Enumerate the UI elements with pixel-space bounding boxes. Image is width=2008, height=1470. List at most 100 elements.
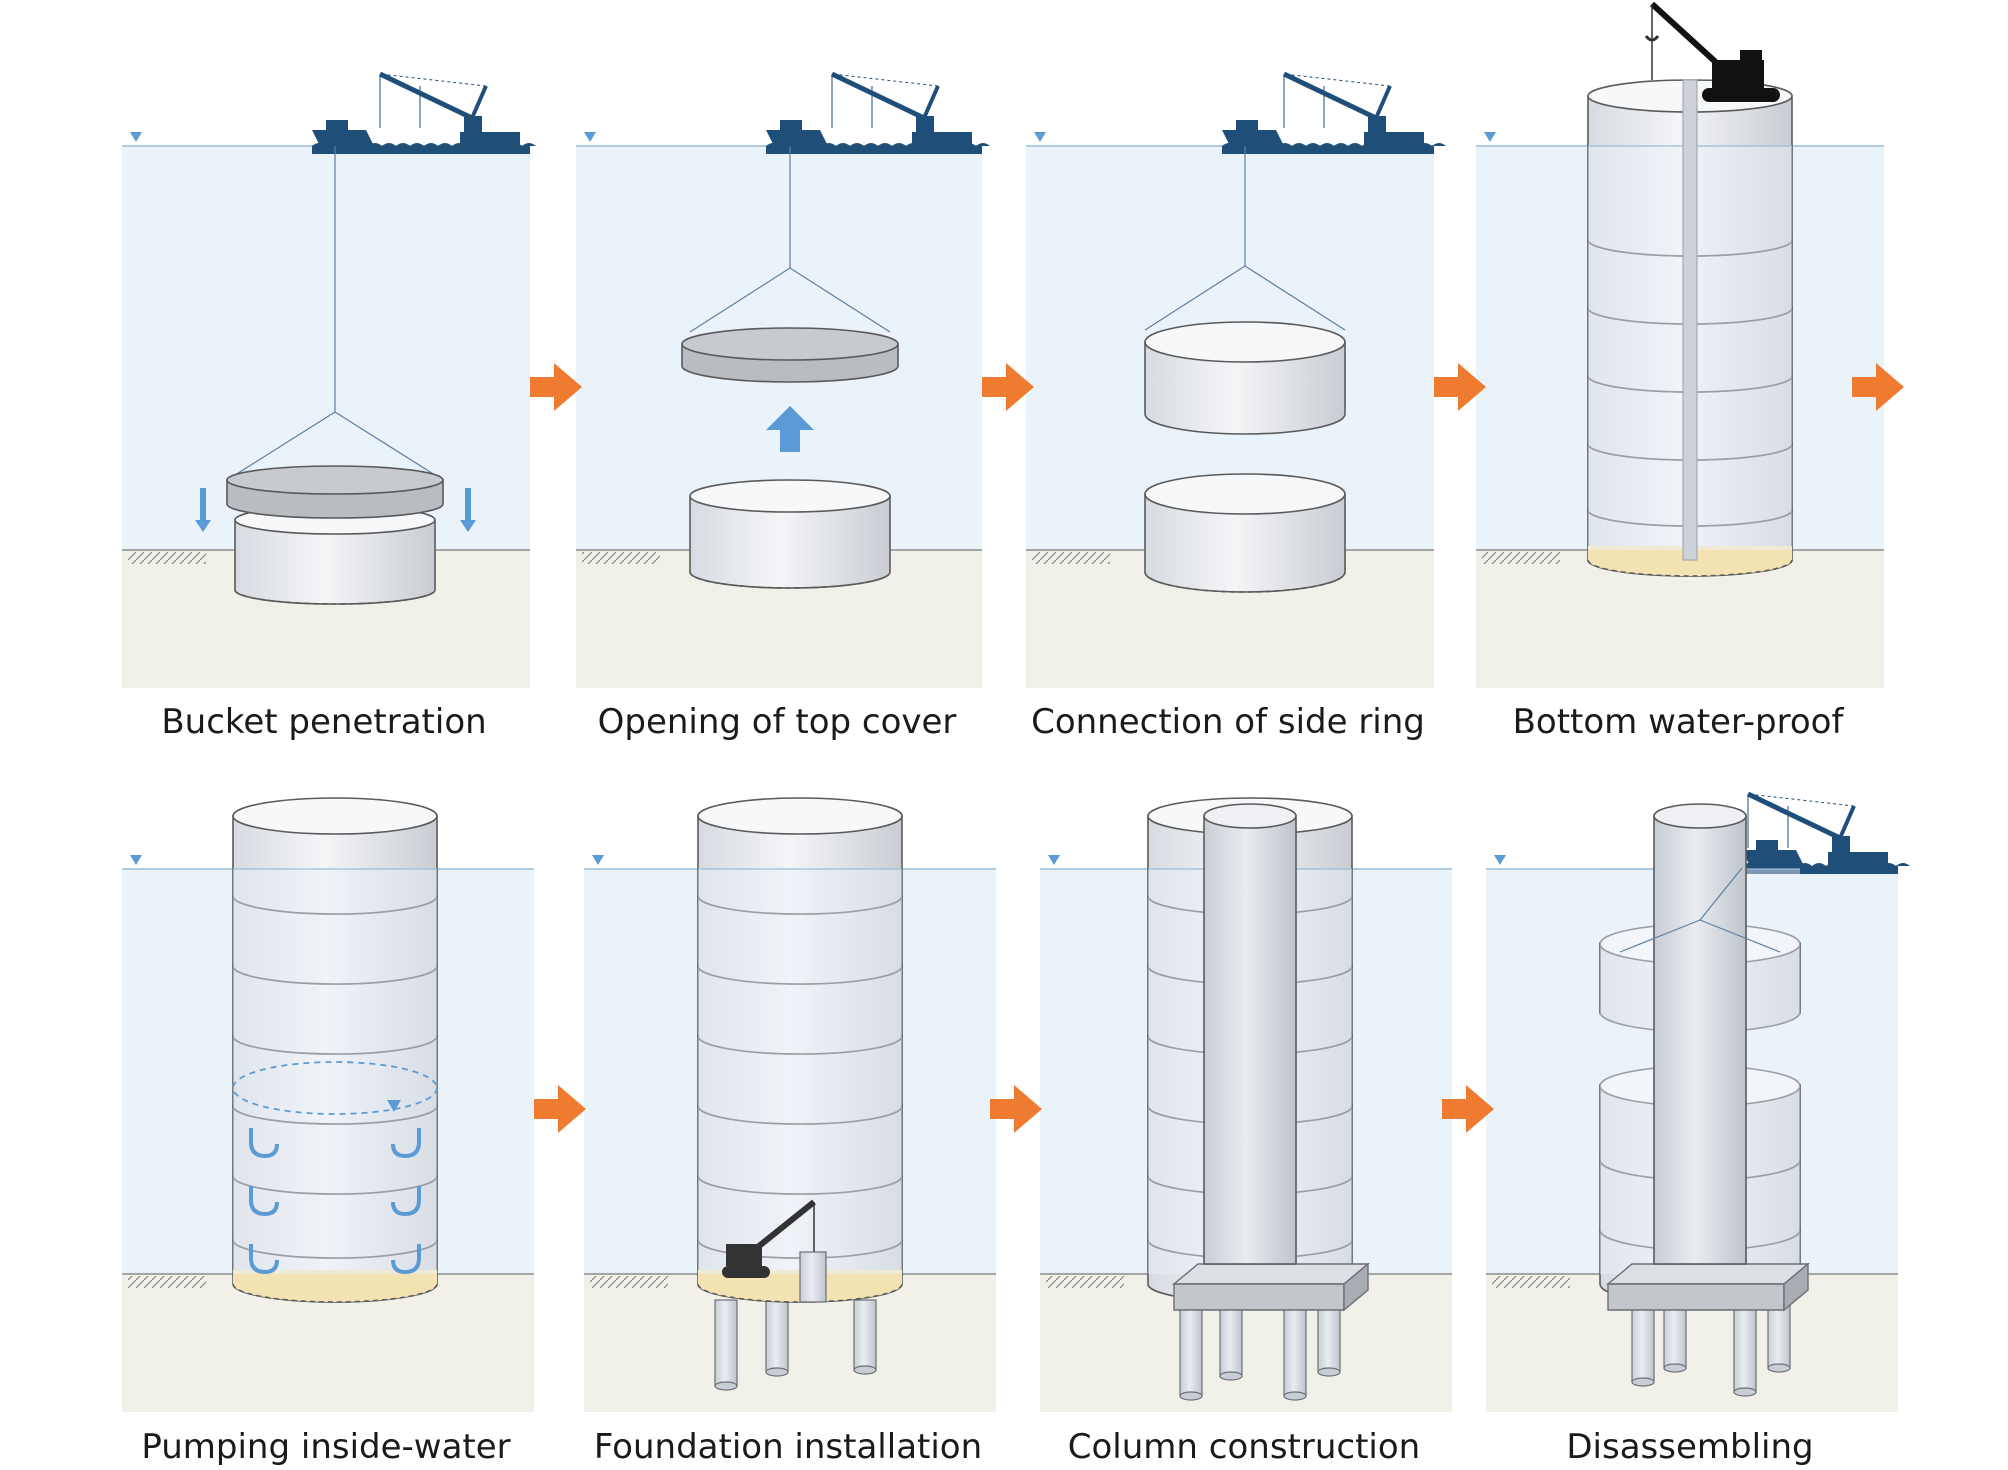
step-caption-4: Bottom water-proof xyxy=(1513,702,1845,742)
pile xyxy=(1219,1301,1243,1377)
pile xyxy=(1631,1301,1655,1383)
seabed-hatch-icon xyxy=(590,1276,668,1288)
process-arrow-icon xyxy=(530,363,582,411)
crawler-crane-icon xyxy=(722,1199,816,1278)
pile xyxy=(714,1299,738,1387)
pier-column xyxy=(1203,815,1297,1265)
water-level-icon xyxy=(130,132,142,142)
step-caption-5: Pumping inside-water xyxy=(141,1427,510,1467)
sling-wire xyxy=(334,411,436,476)
seabed-hatch-icon xyxy=(1046,1276,1124,1288)
step-panel-1 xyxy=(122,71,536,688)
footing-top xyxy=(1172,1263,1370,1285)
pier-column xyxy=(1653,815,1747,1265)
sling-wire xyxy=(689,267,791,333)
pile-tip xyxy=(714,1381,738,1391)
sling-wire xyxy=(1144,265,1246,331)
footing-side xyxy=(1343,1262,1369,1312)
process-arrow-icon xyxy=(1852,363,1904,411)
sling-wire xyxy=(789,267,891,333)
seabed-hatch-icon xyxy=(1032,552,1110,564)
pile-tip xyxy=(1283,1391,1307,1401)
water-overlay xyxy=(233,869,437,1274)
pump-flow-icon xyxy=(391,1244,421,1275)
process-arrow-icon xyxy=(982,363,1034,411)
pile-tip xyxy=(1663,1363,1687,1373)
bucket-body xyxy=(689,479,891,589)
up-arrow-icon xyxy=(766,406,814,452)
inner-water-level xyxy=(232,1061,438,1115)
pile-tip xyxy=(1631,1377,1655,1387)
tremie-pipe xyxy=(1682,79,1698,561)
pump-flow-icon xyxy=(249,1244,279,1275)
water-level-icon xyxy=(387,1100,401,1112)
bucket-body xyxy=(234,505,436,605)
process-arrow-icon xyxy=(990,1085,1042,1133)
pile xyxy=(1283,1301,1307,1397)
footing-front xyxy=(1607,1283,1785,1311)
pile-tip xyxy=(1767,1363,1791,1373)
step-panel-5 xyxy=(122,797,534,1412)
pile-tip xyxy=(1317,1367,1341,1377)
pile-tip xyxy=(853,1365,877,1375)
crane-vessel-icon xyxy=(1742,791,1910,874)
side-ring xyxy=(697,797,903,915)
seabed-hatch-icon xyxy=(582,552,660,564)
down-arrow-icon xyxy=(195,488,211,532)
water-overlay xyxy=(698,869,902,1274)
pile xyxy=(853,1299,877,1371)
crane-wire xyxy=(1699,867,1743,921)
top-cover xyxy=(226,465,444,519)
sling-wire xyxy=(1619,919,1701,953)
crane-vessel-icon xyxy=(1222,71,1446,154)
pier-column-top xyxy=(1203,803,1297,829)
step-caption-3: Connection of side ring xyxy=(1031,702,1425,742)
step-caption-8: Disassembling xyxy=(1566,1427,1813,1467)
sling-wire xyxy=(1699,919,1781,953)
pile xyxy=(765,1299,789,1373)
bucket-body xyxy=(1144,473,1346,593)
process-arrow-icon xyxy=(534,1085,586,1133)
pile xyxy=(1179,1301,1203,1397)
pile-tip xyxy=(1219,1371,1243,1381)
crane-vessel-icon xyxy=(766,71,990,154)
step-panel-3 xyxy=(1026,71,1446,688)
pile xyxy=(1767,1301,1791,1369)
seabed-hatch-icon xyxy=(1492,1276,1570,1288)
pier-column-top xyxy=(1653,803,1747,829)
sling-wire xyxy=(234,411,336,476)
down-arrow-icon xyxy=(460,488,476,532)
pile-tip xyxy=(1733,1387,1757,1397)
pump-flow-icon xyxy=(249,1128,279,1159)
pile-tip xyxy=(1179,1391,1203,1401)
step-caption-2: Opening of top cover xyxy=(598,702,957,742)
side-ring xyxy=(1144,321,1346,435)
step-panel-6 xyxy=(584,797,996,1412)
water-level-icon xyxy=(130,855,142,865)
step-panel-7 xyxy=(1040,797,1452,1412)
step-caption-6: Foundation installation xyxy=(594,1427,982,1467)
water-level-icon xyxy=(1048,855,1060,865)
seabed-hatch-icon xyxy=(128,1276,206,1288)
pump-flow-icon xyxy=(391,1128,421,1159)
pile-tip xyxy=(765,1367,789,1377)
bottom-sealant xyxy=(233,1270,437,1302)
pile xyxy=(1733,1301,1757,1393)
pile-being-installed xyxy=(799,1251,827,1303)
step-caption-1: Bucket penetration xyxy=(161,702,486,742)
sling-wire xyxy=(1244,265,1346,331)
process-arrow-icon xyxy=(1442,1085,1494,1133)
top-cover xyxy=(681,327,899,383)
process-arrow-icon xyxy=(1434,363,1486,411)
water-level-icon xyxy=(1494,855,1506,865)
pile xyxy=(1317,1301,1341,1373)
pump-flow-icon xyxy=(249,1186,279,1217)
step-panel-2 xyxy=(576,71,990,688)
bottom-sealant xyxy=(1588,546,1792,576)
step-panel-4 xyxy=(1476,1,1884,688)
pile xyxy=(1663,1301,1687,1369)
step-caption-7: Column construction xyxy=(1068,1427,1420,1467)
pump-flow-icon xyxy=(391,1186,421,1217)
crane-vessel-icon xyxy=(312,71,536,154)
